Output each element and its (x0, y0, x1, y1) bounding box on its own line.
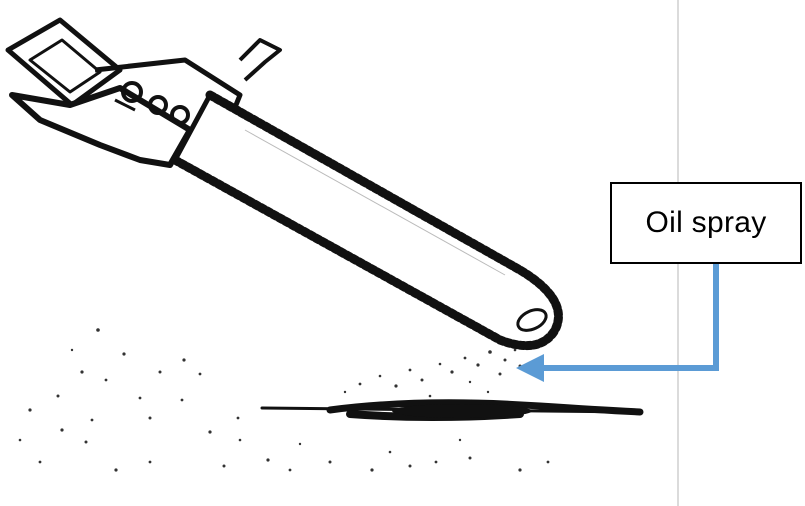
oil-spray-droplets (18, 328, 550, 472)
oil-spray-callout: Oil spray (610, 182, 802, 264)
chain-bottom (170, 155, 560, 351)
chainsaw-body (5, 17, 282, 168)
rivet-2 (148, 95, 168, 115)
rivet-1 (121, 81, 143, 103)
guide-bar (170, 90, 563, 351)
ground-oil-stain (260, 399, 644, 421)
arrowhead (516, 354, 544, 382)
bar-nose-sprocket (516, 308, 548, 332)
rivet-3 (170, 105, 190, 125)
chain-top (205, 90, 563, 335)
callout-label: Oil spray (645, 206, 767, 239)
callout-arrow (516, 262, 719, 382)
